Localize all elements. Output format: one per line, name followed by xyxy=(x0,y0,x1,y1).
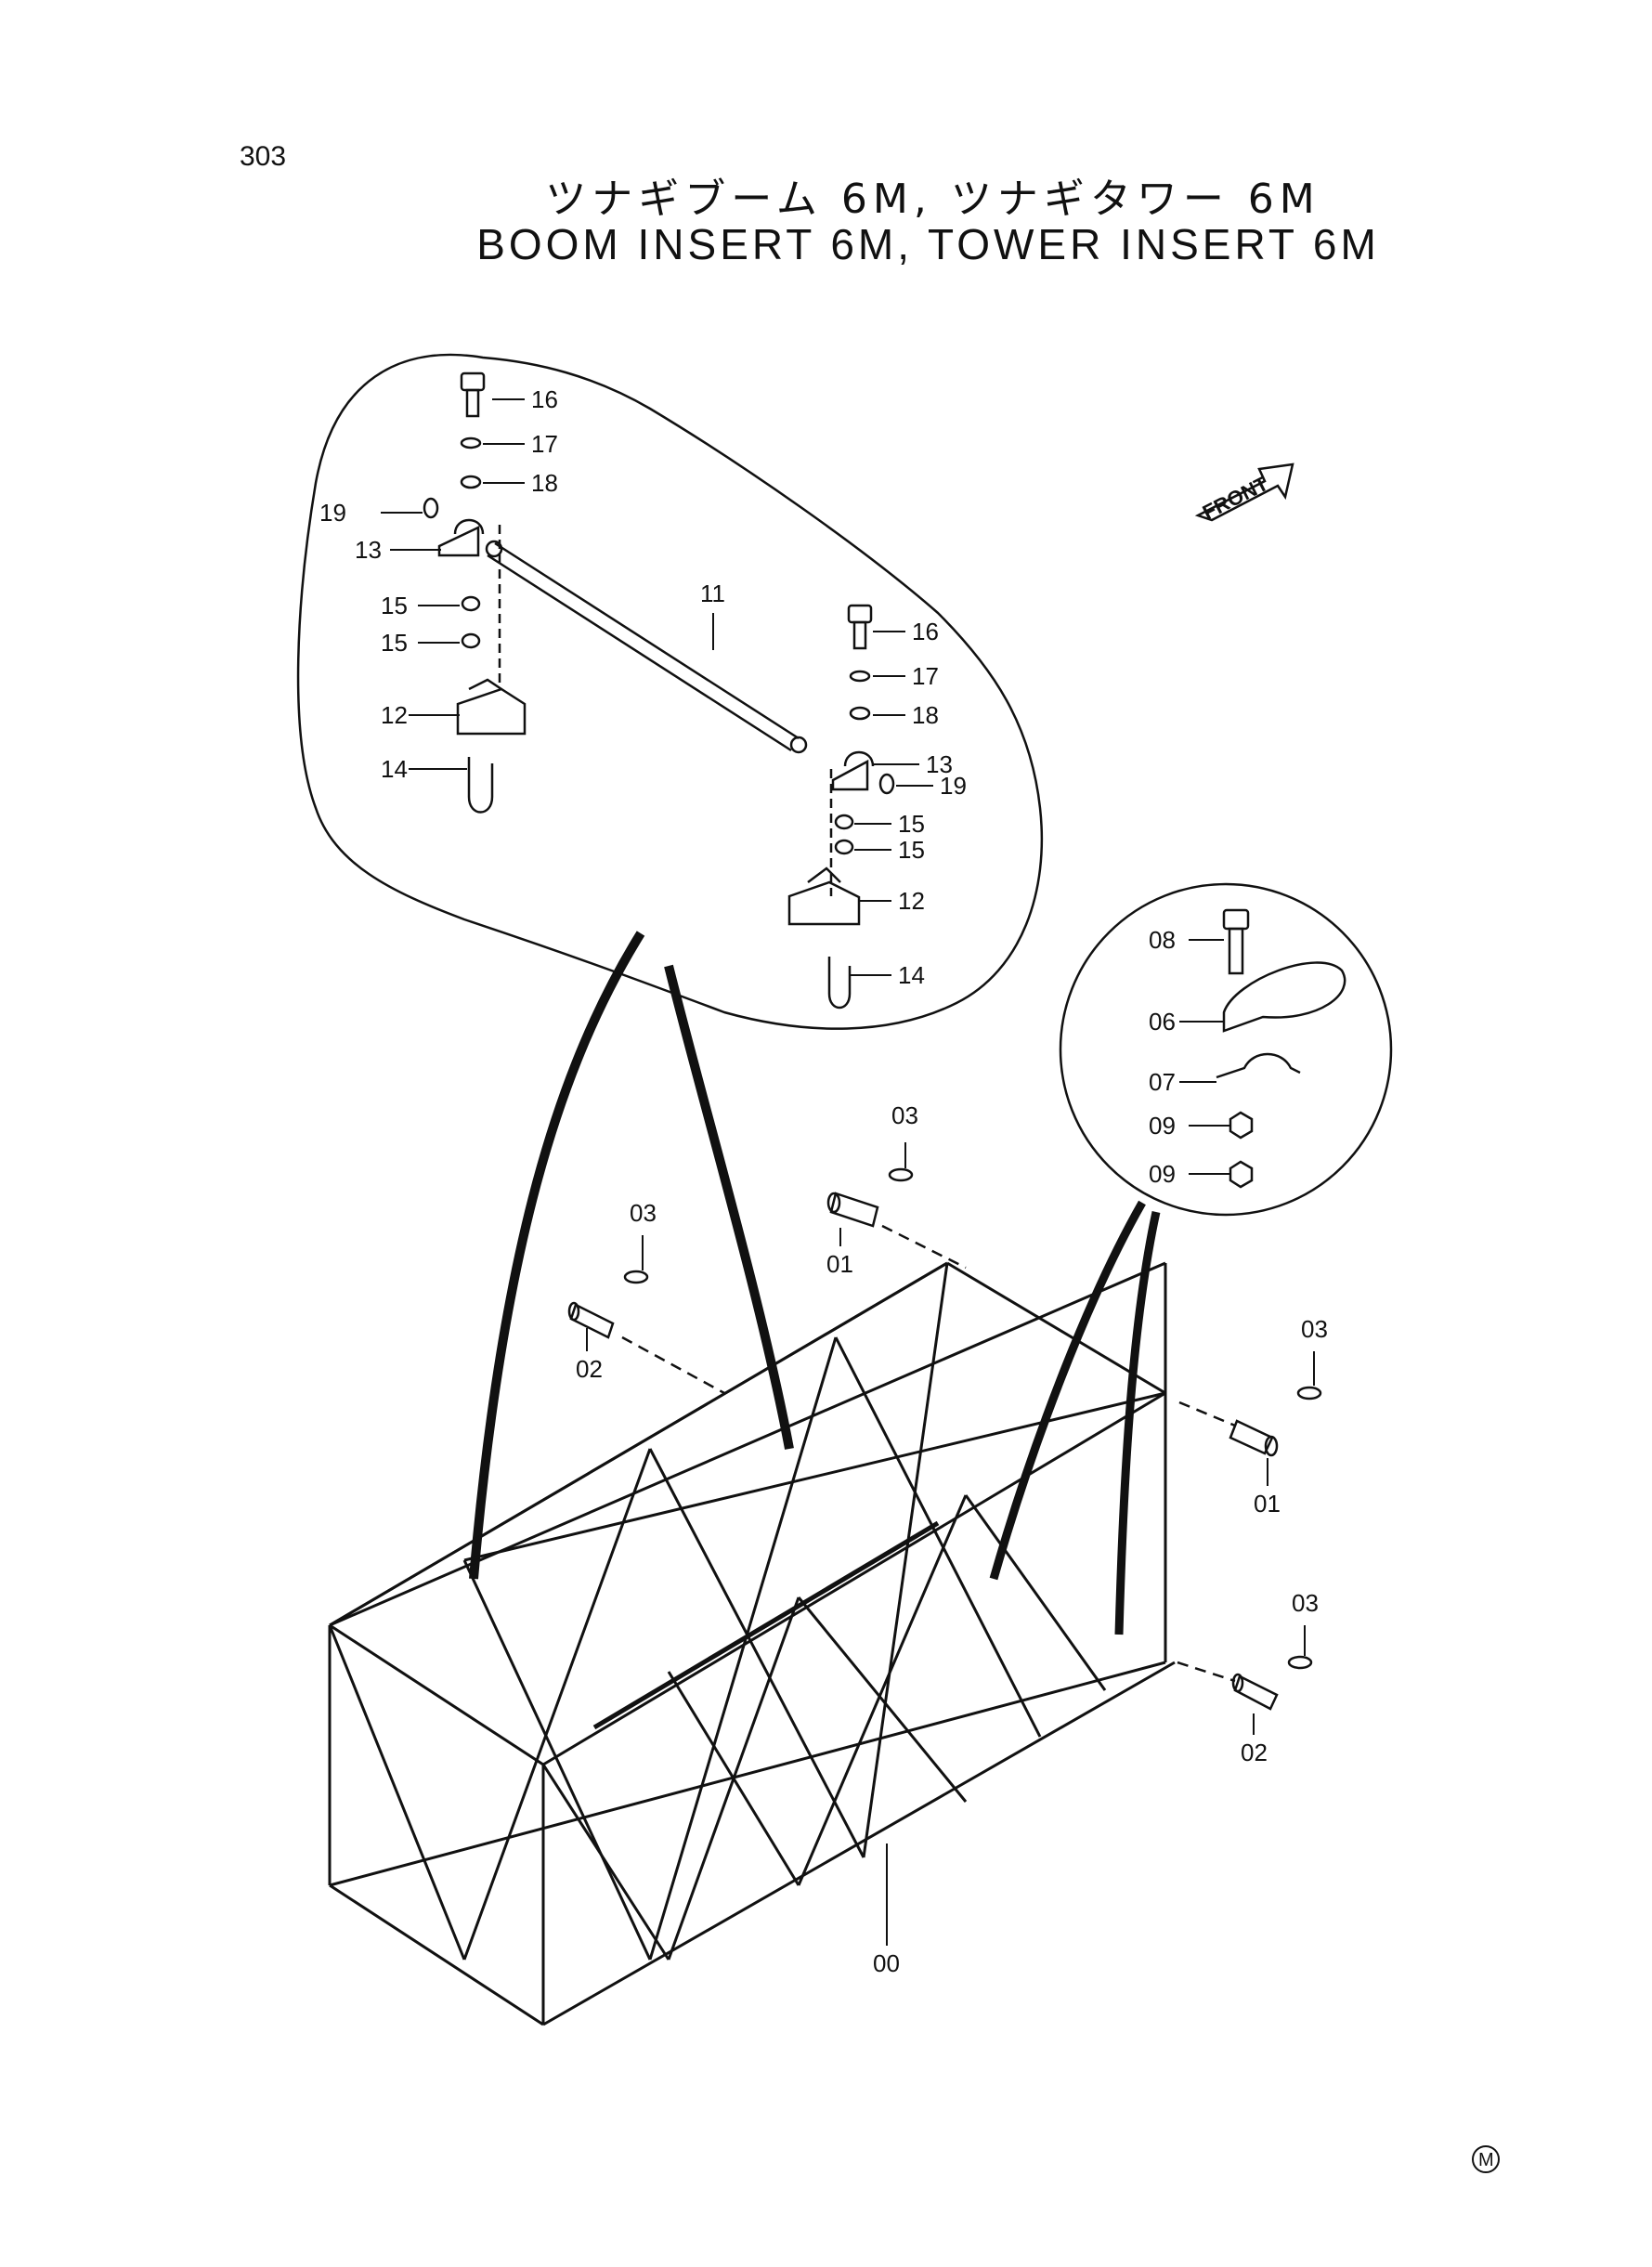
callout-09: 09 xyxy=(1149,1112,1176,1140)
leader-band-left xyxy=(469,931,645,1580)
callout-16: 16 xyxy=(531,385,558,413)
callout-01: 01 xyxy=(826,1250,853,1278)
bracket-13-lower-right xyxy=(831,750,875,791)
pin-02-left xyxy=(567,1301,615,1339)
page-number: 303 xyxy=(240,141,287,172)
callout-01: 01 xyxy=(1254,1490,1281,1518)
nut-09a xyxy=(1229,1111,1254,1140)
title-english: BOOM INSERT 6M, TOWER INSERT 6M xyxy=(476,220,1380,268)
callout-15: 15 xyxy=(898,836,925,864)
callout-07: 07 xyxy=(1149,1068,1176,1096)
clamp-12-lower-right xyxy=(787,866,861,926)
callout-17: 17 xyxy=(912,662,939,690)
ring-19-lower-right xyxy=(878,773,895,795)
callout-19: 19 xyxy=(319,499,346,527)
ubolt-14-lower-right xyxy=(827,957,852,1010)
callout-03: 03 xyxy=(891,1101,918,1129)
saddle-06 xyxy=(1222,961,1346,1033)
dash-line-01-right xyxy=(1178,1401,1236,1427)
callout-15: 15 xyxy=(381,629,408,657)
clip-03-lower-right xyxy=(1287,1655,1313,1670)
bolt-08 xyxy=(1222,908,1250,975)
nut-15a-lower-right xyxy=(834,814,854,830)
clip-03-left xyxy=(623,1270,649,1284)
washer-18-lower-right xyxy=(849,706,871,721)
pin-02-right xyxy=(1231,1673,1279,1711)
callout-09: 09 xyxy=(1149,1160,1176,1188)
front-arrow-icon xyxy=(1194,463,1294,522)
ubolt-14-upper-left xyxy=(467,757,494,814)
title-japanese: ツナギブーム 6M, ツナギタワー 6M xyxy=(545,176,1320,223)
lattice-frame-00 xyxy=(328,1261,1176,2026)
ring-19-upper-left xyxy=(423,497,439,519)
clip-03-right xyxy=(1296,1386,1322,1401)
callout-17: 17 xyxy=(531,430,558,458)
callout-18: 18 xyxy=(912,701,939,729)
callout-12: 12 xyxy=(381,701,408,729)
callout-19: 19 xyxy=(940,772,967,800)
callout-03: 03 xyxy=(1292,1589,1319,1617)
nut-15b-upper-left xyxy=(461,632,481,649)
callout-leaders xyxy=(381,398,1315,1946)
saddle-07 xyxy=(1216,1052,1301,1079)
leader-band-right1 xyxy=(989,1200,1146,1581)
callout-11: 11 xyxy=(700,580,725,607)
callout-12: 12 xyxy=(898,887,925,915)
callout-03: 03 xyxy=(1301,1315,1328,1343)
front-label: FRONT xyxy=(1199,472,1272,525)
callout-03: 03 xyxy=(630,1199,657,1227)
frame-tie-rod xyxy=(592,1520,940,1730)
footer-mark: M xyxy=(1478,2150,1494,2170)
callout-13: 13 xyxy=(926,750,953,778)
pin-01-right xyxy=(1229,1419,1279,1457)
callout-02: 02 xyxy=(1241,1739,1268,1766)
dash-line-01-upper xyxy=(881,1224,967,1270)
clip-03-upper xyxy=(888,1167,914,1182)
tie-rod-11 xyxy=(485,540,808,754)
clamp-12-upper-left xyxy=(456,678,527,736)
callout-18: 18 xyxy=(531,469,558,497)
pin-01-upper xyxy=(826,1192,879,1228)
nut-15b-lower-right xyxy=(834,839,854,855)
callout-15: 15 xyxy=(898,810,925,838)
lockwasher-17-lower-right xyxy=(849,670,871,683)
dash-line-02-left xyxy=(621,1335,725,1395)
bolt-16-lower-right xyxy=(847,604,873,650)
nut-09b xyxy=(1229,1160,1254,1189)
callout-14: 14 xyxy=(381,755,408,783)
dash-line-02-right xyxy=(1177,1661,1236,1683)
callout-13: 13 xyxy=(355,536,382,564)
lockwasher-17-upper-left xyxy=(460,436,482,449)
callout-02: 02 xyxy=(576,1355,603,1383)
callout-00: 00 xyxy=(873,1949,900,1977)
bolt-16-upper-left xyxy=(460,371,486,418)
detail-bubble-upper xyxy=(296,353,1044,1030)
leader-band-mid xyxy=(664,964,794,1450)
callout-08: 08 xyxy=(1149,926,1176,954)
callout-15: 15 xyxy=(381,592,408,619)
nut-15a-upper-left xyxy=(461,595,481,612)
bracket-13-upper-left xyxy=(437,518,485,557)
detail-bubble-right xyxy=(1059,882,1393,1217)
callout-06: 06 xyxy=(1149,1008,1176,1036)
footer-mark-circle xyxy=(1472,2145,1500,2173)
callout-14: 14 xyxy=(898,961,925,989)
callout-16: 16 xyxy=(912,618,939,645)
washer-18-upper-left xyxy=(460,475,482,489)
